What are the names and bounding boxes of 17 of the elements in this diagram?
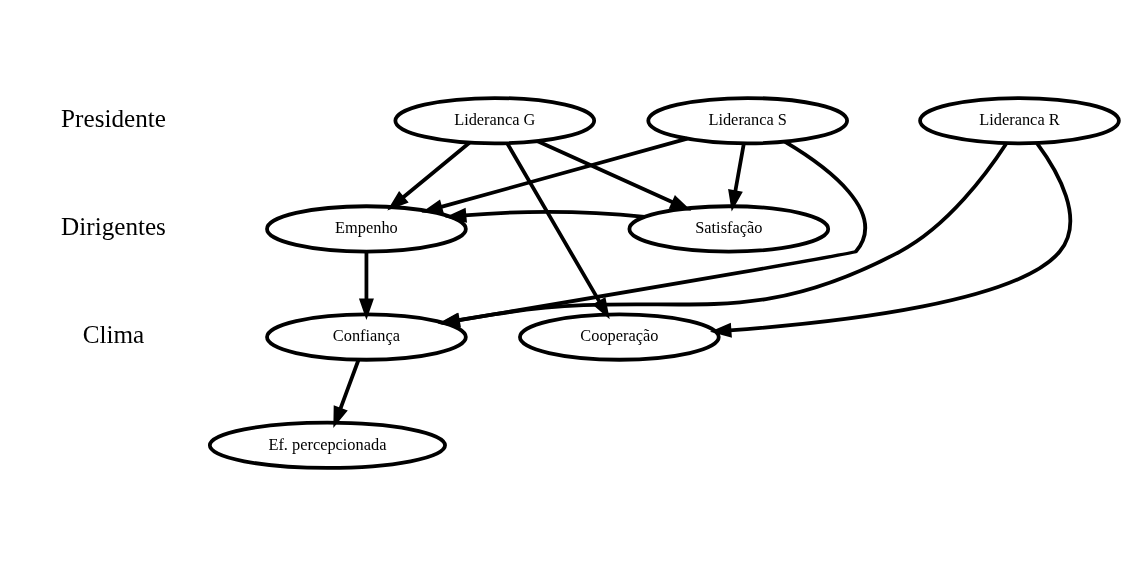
node-ellipse: Satisfação	[627, 203, 831, 253]
arrow	[333, 358, 361, 428]
label: Dirigentes	[61, 212, 166, 240]
node-ellipse: Lideranca G	[393, 95, 597, 145]
arrow	[536, 139, 692, 211]
node-ellipse: Cooperação	[518, 312, 721, 362]
node-ellipse: Lideranca S	[646, 95, 849, 145]
arrow	[445, 207, 645, 223]
arrow	[421, 136, 688, 214]
arrow	[387, 140, 471, 210]
arrow	[710, 141, 1073, 338]
label: Presidente	[61, 104, 166, 132]
arrow	[728, 142, 746, 212]
arrow	[358, 251, 374, 320]
node-ellipse: Lideranca R	[918, 95, 1121, 145]
node-ellipse: Ef. percepcionada	[207, 420, 447, 470]
label: Clima	[82, 320, 145, 348]
